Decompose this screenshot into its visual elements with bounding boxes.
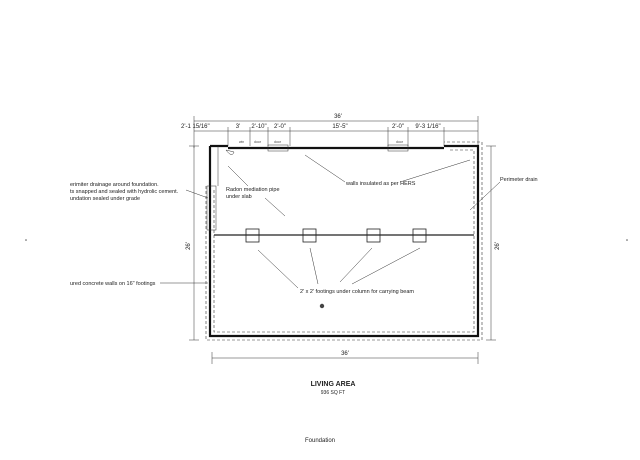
plan-area: 936 SQ FT	[321, 390, 345, 396]
radon-note-line-2: under slab	[226, 194, 252, 200]
column-footings	[245, 228, 427, 243]
height-dimension-right: 26'	[495, 242, 501, 250]
height-dimension-left: 26'	[186, 242, 192, 250]
door-swing	[225, 149, 235, 155]
drainage-note-line-3: undation sealed under grade	[70, 196, 140, 202]
radon-note-line-1: Radon mediation pipe	[226, 187, 280, 193]
plan-title: LIVING AREA	[311, 381, 356, 388]
scan-speck	[626, 239, 628, 241]
floor-drain	[319, 303, 325, 309]
left-wall-block	[206, 185, 217, 231]
drawing-caption: Foundation	[305, 438, 335, 444]
segment-dimension-5: 2'-0"	[392, 124, 404, 130]
top-dimension-lines	[193, 116, 479, 148]
foundation-outline	[205, 141, 483, 341]
bottom-dimension-line	[211, 352, 479, 364]
window-tag-3: door	[274, 140, 282, 144]
segment-dimension-6: 9'-3 1/16"	[415, 124, 440, 130]
drainage-note-line-1: erimiter drainage around foundation.	[70, 182, 159, 188]
concrete-walls-note: ured concrete walls on 16" footings	[70, 281, 156, 287]
overall-width-bottom: 36'	[341, 351, 349, 357]
scan-speck	[25, 239, 27, 241]
walls-insulated-note: walls insulated as per HERS	[345, 181, 416, 187]
perimeter-drain-note: Perimeter drain	[500, 177, 538, 183]
window-tag-2: door	[254, 140, 262, 144]
footings-note: 2' x 2' footings under column for carryi…	[300, 289, 414, 295]
overall-width-top: 36'	[334, 114, 342, 120]
segment-dimension-1: 3'	[236, 124, 240, 130]
window-tag-1: win	[239, 140, 244, 144]
window-tag-4: door	[396, 140, 404, 144]
drainage-note-line-2: ts snapped and sealed with hydrolic ceme…	[70, 189, 179, 195]
leader-lines	[160, 154, 501, 289]
segment-dimension-3: 2'-0"	[274, 124, 286, 130]
segment-dimension-4: 15'-5"	[332, 124, 347, 130]
window-markers	[267, 144, 409, 152]
side-dimension-lines	[189, 145, 496, 341]
segment-dimension-2: 2'-10"	[251, 124, 266, 130]
left-offset-dimension: 2'-1 15/16"	[181, 124, 210, 130]
